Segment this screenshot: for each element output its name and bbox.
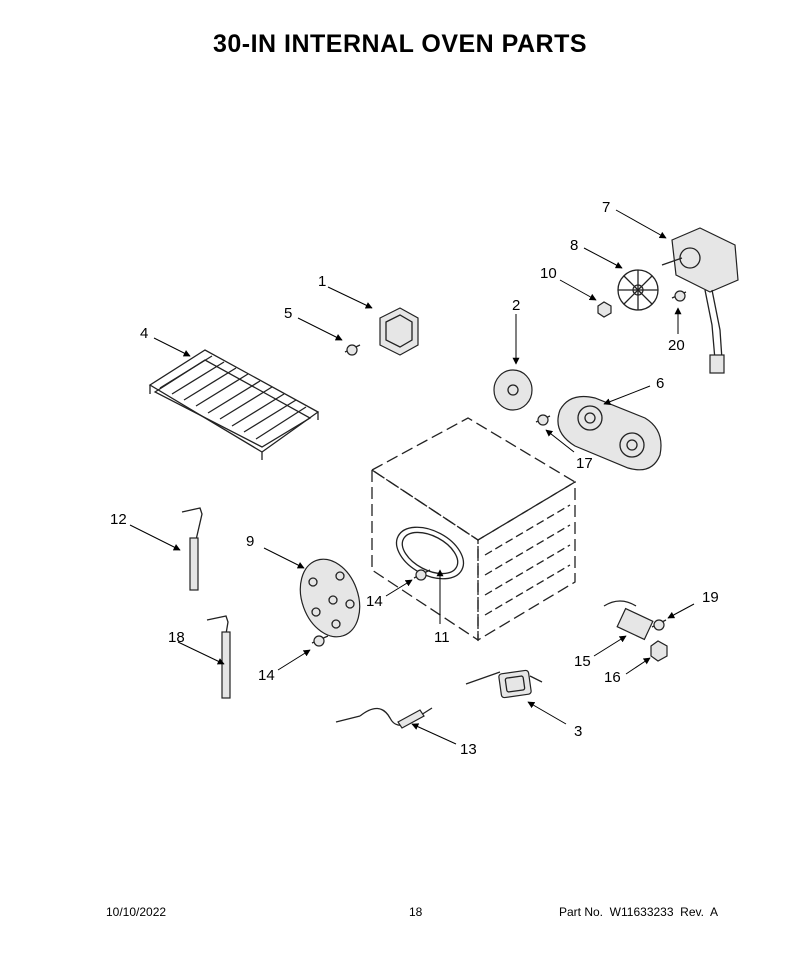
- callout-2: 2: [512, 297, 520, 314]
- screw-14a-drawing: [413, 569, 431, 581]
- leader-lines: [129, 209, 695, 745]
- switch-15-drawing: [603, 600, 654, 641]
- screw-20-drawing: [671, 290, 687, 302]
- callout-14b: 14: [258, 667, 275, 684]
- probe-13-drawing: [335, 707, 433, 729]
- nut-16-drawing: [650, 640, 668, 662]
- baffle-disc-drawing: [493, 369, 533, 411]
- callout-15: 15: [574, 653, 591, 670]
- callout-10: 10: [540, 265, 557, 282]
- callout-4: 4: [140, 325, 148, 342]
- convection-motor-drawing: [661, 227, 739, 374]
- rear-cover-plate-drawing: [299, 558, 361, 638]
- callout-14a: 14: [366, 593, 383, 610]
- footer-page-number: 18: [409, 905, 423, 919]
- oven-cavity-drawing: [370, 417, 577, 642]
- callout-12: 12: [110, 511, 127, 528]
- sensor-18-drawing: [206, 615, 231, 699]
- callout-11: 11: [434, 629, 450, 646]
- temperature-sensor-drawing: [181, 507, 203, 591]
- callout-18: 18: [168, 629, 185, 646]
- callout-19: 19: [702, 589, 719, 606]
- screw-drawing: [344, 344, 361, 356]
- callout-labels: 1 2 3 4 5 6 7 8 9 10 11 12 13 14 14 15 1…: [110, 199, 719, 758]
- footer-part-number: Part No. W11633233 Rev. A: [559, 905, 718, 919]
- screw-19-drawing: [651, 619, 667, 631]
- fan-blade-drawing: [617, 269, 659, 311]
- element-3-drawing: [465, 669, 543, 699]
- footer-date: 10/10/2022: [106, 905, 167, 919]
- callout-9: 9: [246, 533, 254, 550]
- page-title: 30-IN INTERNAL OVEN PARTS: [212, 30, 588, 58]
- oven-rack-drawing: [148, 349, 320, 460]
- callout-5: 5: [284, 305, 292, 322]
- callout-16: 16: [604, 669, 621, 686]
- callout-13: 13: [460, 741, 477, 758]
- callout-7: 7: [602, 199, 610, 216]
- convection-cover-drawing: [557, 395, 662, 471]
- callout-17: 17: [576, 455, 593, 472]
- callout-8: 8: [570, 237, 578, 254]
- bracket-drawing: [379, 307, 419, 356]
- callout-20: 20: [668, 337, 685, 354]
- screw-14b-drawing: [311, 635, 329, 647]
- nut-10-drawing: [597, 301, 612, 318]
- callout-3: 3: [574, 723, 582, 740]
- callout-6: 6: [656, 375, 664, 392]
- screw-17-drawing: [535, 414, 551, 426]
- callout-1: 1: [318, 273, 326, 290]
